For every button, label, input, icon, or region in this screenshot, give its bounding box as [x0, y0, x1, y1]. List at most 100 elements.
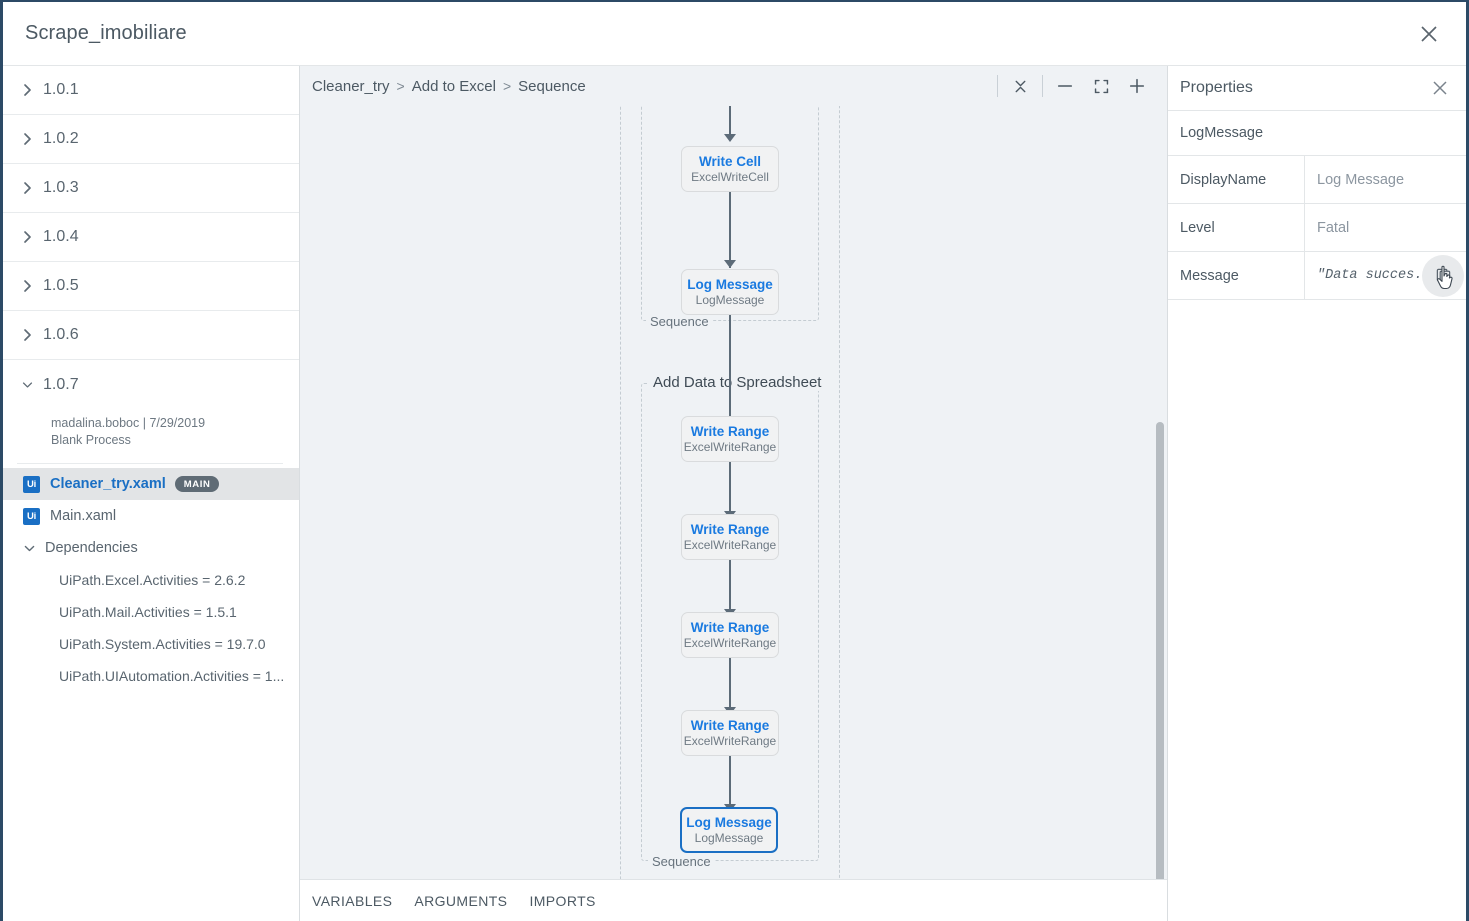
- dependencies-header[interactable]: Dependencies: [3, 532, 299, 564]
- tab-arguments[interactable]: ARGUMENTS: [414, 893, 507, 909]
- version-author-date: madalina.boboc | 7/29/2019: [51, 415, 283, 432]
- chevron-right-icon: [17, 279, 37, 293]
- chevron-right-icon: [17, 132, 37, 146]
- sidebar-version-1-0-1[interactable]: 1.0.1: [3, 66, 299, 115]
- sidebar-version-1-0-6[interactable]: 1.0.6: [3, 311, 299, 360]
- title-bar: Scrape_imobiliare: [3, 2, 1466, 66]
- properties-header: Properties: [1168, 66, 1466, 111]
- version-metadata: madalina.boboc | 7/29/2019 Blank Process: [17, 409, 283, 464]
- file-row-cleaner-try[interactable]: Ui Cleaner_try.xaml MAIN: [3, 468, 299, 500]
- property-row-level: Level Fatal: [1168, 204, 1466, 252]
- activity-node-write-range-2[interactable]: Write Range ExcelWriteRange: [681, 514, 779, 560]
- sidebar-version-1-0-4[interactable]: 1.0.4: [3, 213, 299, 262]
- workflow-canvas-wrapper[interactable]: Sequence Sequence Write Cell ExcelWriteC…: [300, 106, 1167, 879]
- version-template: Blank Process: [51, 432, 283, 449]
- node-subtitle: LogMessage: [695, 831, 764, 845]
- canvas-scrollbar-thumb[interactable]: [1156, 422, 1164, 879]
- property-value-level[interactable]: Fatal: [1305, 204, 1466, 251]
- project-sidebar: 1.0.1 1.0.2 1.0.3 1.0.4: [3, 66, 300, 921]
- main-body: 1.0.1 1.0.2 1.0.3 1.0.4: [3, 66, 1466, 921]
- node-subtitle: ExcelWriteCell: [691, 170, 769, 184]
- version-label: 1.0.6: [43, 326, 79, 344]
- node-subtitle: ExcelWriteRange: [684, 636, 776, 650]
- upper-sequence-label: Sequence: [646, 314, 713, 329]
- node-subtitle: ExcelWriteRange: [684, 440, 776, 454]
- connector-arrow-icon: [724, 260, 736, 268]
- breadcrumb-separator: >: [397, 78, 405, 94]
- canvas-vertical-scrollbar[interactable]: [1153, 106, 1167, 879]
- dependency-item[interactable]: UiPath.UIAutomation.Activities = 1...: [3, 660, 299, 692]
- node-title: Write Range: [691, 718, 770, 733]
- connector-arrow-icon: [724, 134, 736, 142]
- node-title: Write Cell: [699, 154, 761, 169]
- activity-node-log-message-selected[interactable]: Log Message LogMessage: [680, 807, 778, 853]
- file-name: Cleaner_try.xaml: [50, 476, 166, 492]
- version-label: 1.0.2: [43, 130, 79, 148]
- node-title: Write Range: [691, 424, 770, 439]
- chevron-down-icon: [17, 378, 37, 392]
- breadcrumb-item-sequence[interactable]: Sequence: [518, 78, 586, 95]
- spreadsheet-sequence-label: Sequence: [648, 854, 715, 869]
- collapse-all-icon[interactable]: [1002, 71, 1038, 101]
- toolbar-divider: [997, 75, 998, 97]
- tab-variables[interactable]: VARIABLES: [312, 893, 392, 909]
- designer-tool-group: [993, 66, 1155, 106]
- workflow-canvas[interactable]: Sequence Sequence Write Cell ExcelWriteC…: [300, 106, 1167, 879]
- sidebar-version-1-0-2[interactable]: 1.0.2: [3, 115, 299, 164]
- sidebar-version-1-0-7[interactable]: 1.0.7: [3, 360, 299, 409]
- connector: [729, 192, 731, 268]
- page-title: Scrape_imobiliare: [25, 22, 187, 45]
- activity-node-log-message-upper[interactable]: Log Message LogMessage: [681, 269, 779, 315]
- dependencies-label: Dependencies: [45, 540, 138, 556]
- chevron-right-icon: [17, 328, 37, 342]
- breadcrumb-separator: >: [503, 78, 511, 94]
- copy-icon[interactable]: [1422, 255, 1464, 297]
- version-label: 1.0.4: [43, 228, 79, 246]
- version-label: 1.0.5: [43, 277, 79, 295]
- file-name: Main.xaml: [50, 508, 116, 524]
- breadcrumb-item-add-to-excel[interactable]: Add to Excel: [412, 78, 496, 95]
- chevron-right-icon: [17, 83, 37, 97]
- uipath-xaml-icon: Ui: [23, 476, 40, 493]
- dependency-item[interactable]: UiPath.Mail.Activities = 1.5.1: [3, 596, 299, 628]
- node-title: Log Message: [687, 277, 773, 292]
- dependency-item[interactable]: UiPath.Excel.Activities = 2.6.2: [3, 564, 299, 596]
- breadcrumb-item-cleaner-try[interactable]: Cleaner_try: [312, 78, 390, 95]
- activity-node-write-range-3[interactable]: Write Range ExcelWriteRange: [681, 612, 779, 658]
- node-subtitle: ExcelWriteRange: [684, 734, 776, 748]
- property-value-message[interactable]: "Data succes.: [1305, 252, 1466, 299]
- fit-to-screen-icon[interactable]: [1083, 71, 1119, 101]
- close-icon[interactable]: [1428, 76, 1452, 100]
- chevron-right-icon: [17, 181, 37, 195]
- properties-activity-type: LogMessage: [1168, 111, 1466, 156]
- properties-title: Properties: [1180, 79, 1253, 97]
- close-icon[interactable]: [1412, 17, 1446, 51]
- properties-panel: Properties LogMessage DisplayName Log Me…: [1167, 66, 1466, 921]
- node-title: Log Message: [686, 815, 772, 830]
- dependency-item[interactable]: UiPath.System.Activities = 19.7.0: [3, 628, 299, 660]
- property-row-displayname: DisplayName Log Message: [1168, 156, 1466, 204]
- zoom-out-icon[interactable]: [1047, 71, 1083, 101]
- toolbar-divider: [1042, 75, 1043, 97]
- property-key: Level: [1168, 204, 1305, 251]
- node-subtitle: LogMessage: [696, 293, 765, 307]
- zoom-in-icon[interactable]: [1119, 71, 1155, 101]
- uipath-xaml-icon: Ui: [23, 508, 40, 525]
- node-subtitle: ExcelWriteRange: [684, 538, 776, 552]
- breadcrumb: Cleaner_try > Add to Excel > Sequence: [312, 78, 586, 95]
- workflow-designer: Cleaner_try > Add to Excel > Sequence: [300, 66, 1167, 921]
- node-title: Write Range: [691, 620, 770, 635]
- version-label: 1.0.7: [43, 376, 79, 394]
- status-badge: MAIN: [175, 476, 220, 492]
- activity-node-write-range-4[interactable]: Write Range ExcelWriteRange: [681, 710, 779, 756]
- tab-imports[interactable]: IMPORTS: [529, 893, 595, 909]
- connector: [729, 106, 731, 136]
- sidebar-version-1-0-5[interactable]: 1.0.5: [3, 262, 299, 311]
- activity-node-write-range-1[interactable]: Write Range ExcelWriteRange: [681, 416, 779, 462]
- activity-node-write-cell[interactable]: Write Cell ExcelWriteCell: [681, 146, 779, 192]
- designer-toolbar: Cleaner_try > Add to Excel > Sequence: [300, 66, 1167, 106]
- property-value-displayname[interactable]: Log Message: [1305, 156, 1466, 203]
- sidebar-version-1-0-3[interactable]: 1.0.3: [3, 164, 299, 213]
- file-row-main[interactable]: Ui Main.xaml: [3, 500, 299, 532]
